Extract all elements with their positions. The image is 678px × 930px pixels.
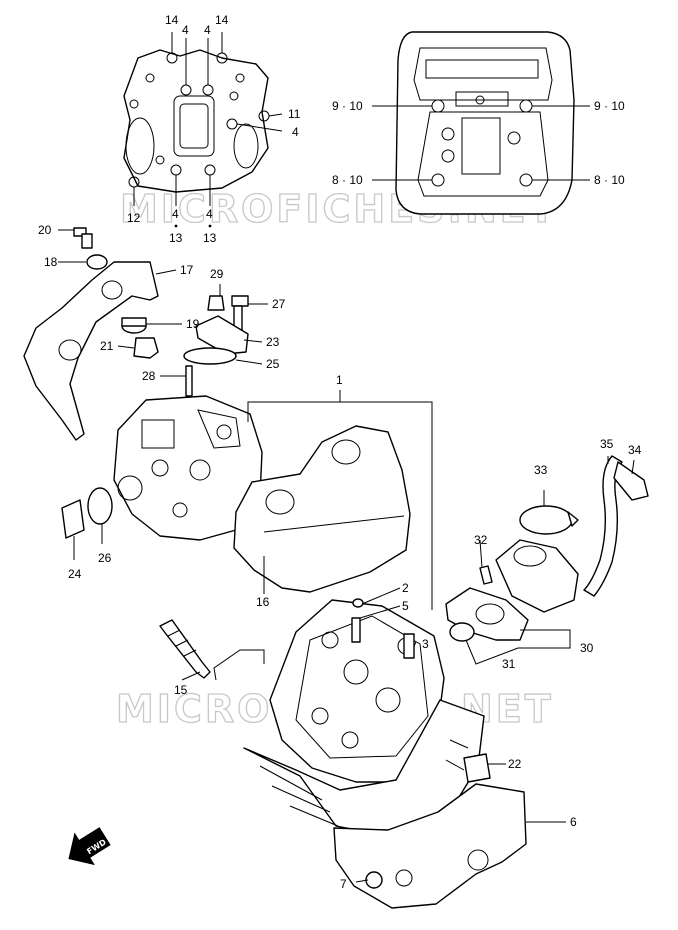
callout-22: 22 <box>508 757 522 771</box>
callout-14-left: 14 <box>165 13 179 27</box>
callout-33: 33 <box>534 463 548 477</box>
bolt-20 <box>73 227 93 249</box>
callout-30: 30 <box>580 641 594 655</box>
callout-2: 2 <box>402 581 409 595</box>
fwd-arrow-icon: FWD <box>68 827 111 866</box>
pin-3 <box>403 633 415 659</box>
head-cover-16 <box>233 425 411 593</box>
spacer-21 <box>133 337 159 359</box>
bolt-32 <box>479 565 493 585</box>
callout-35: 35 <box>600 437 614 451</box>
cylinder-head-front <box>243 599 485 839</box>
callout-4-b: 4 <box>204 23 211 37</box>
callout-5: 5 <box>402 599 409 613</box>
callout-26: 26 <box>98 551 112 565</box>
callout-34: 34 <box>628 443 642 457</box>
head-top-view-right <box>372 31 590 215</box>
callout-24: 24 <box>68 567 82 581</box>
cover-23 <box>195 315 249 355</box>
callout-29: 29 <box>210 267 224 281</box>
callout-17: 17 <box>180 263 194 277</box>
callout-15: 15 <box>174 683 188 697</box>
callout-8-10-left: 8 · 10 <box>332 173 363 187</box>
callout-19: 19 <box>186 317 200 331</box>
bolt-27 <box>231 295 249 331</box>
bracket-17 <box>23 261 159 441</box>
head-top-view-left <box>123 32 283 206</box>
pin-7 <box>365 871 383 889</box>
callout-4-e: 4 <box>206 207 213 221</box>
plug-2 <box>352 598 364 608</box>
oring-26 <box>87 487 113 525</box>
callout-20: 20 <box>38 223 52 237</box>
cap-24 <box>61 499 85 539</box>
cap-29 <box>207 295 225 311</box>
callout-13-right: 13 <box>203 231 217 245</box>
callout-11: 11 <box>288 107 301 121</box>
callout-13-left: 13 <box>169 231 183 245</box>
callout-27: 27 <box>272 297 286 311</box>
washer-18 <box>86 254 108 270</box>
callout-23: 23 <box>266 335 280 349</box>
callout-32: 32 <box>474 533 488 547</box>
spark-plug-15 <box>159 619 211 679</box>
stud-28 <box>185 365 193 397</box>
callout-21: 21 <box>100 339 114 353</box>
callout-8-10-right: 8 · 10 <box>594 173 625 187</box>
hose-34 <box>613 461 649 501</box>
callout-28: 28 <box>142 369 156 383</box>
callout-3: 3 <box>422 637 429 651</box>
callout-25: 25 <box>266 357 280 371</box>
callout-7: 7 <box>340 877 347 891</box>
hose-35 <box>583 455 623 597</box>
callout-14-right: 14 <box>215 13 229 27</box>
clamp-33 <box>519 505 579 535</box>
callout-9-10-left: 9 · 10 <box>332 99 363 113</box>
callout-9-10-right: 9 · 10 <box>594 99 625 113</box>
callout-6: 6 <box>570 815 577 829</box>
pin-5 <box>351 617 361 643</box>
callout-18: 18 <box>44 255 58 269</box>
callout-1: 1 <box>336 373 343 387</box>
callout-4-c: 4 <box>292 125 299 139</box>
callout-12: 12 <box>127 211 141 225</box>
callout-4-d: 4 <box>172 207 179 221</box>
callout-16: 16 <box>256 595 270 609</box>
callout-31: 31 <box>502 657 516 671</box>
oring-30 <box>449 622 475 642</box>
callout-4-a: 4 <box>182 23 189 37</box>
gasket-25 <box>183 347 237 365</box>
cap-22 <box>463 753 491 783</box>
cushion-19 <box>121 317 147 334</box>
